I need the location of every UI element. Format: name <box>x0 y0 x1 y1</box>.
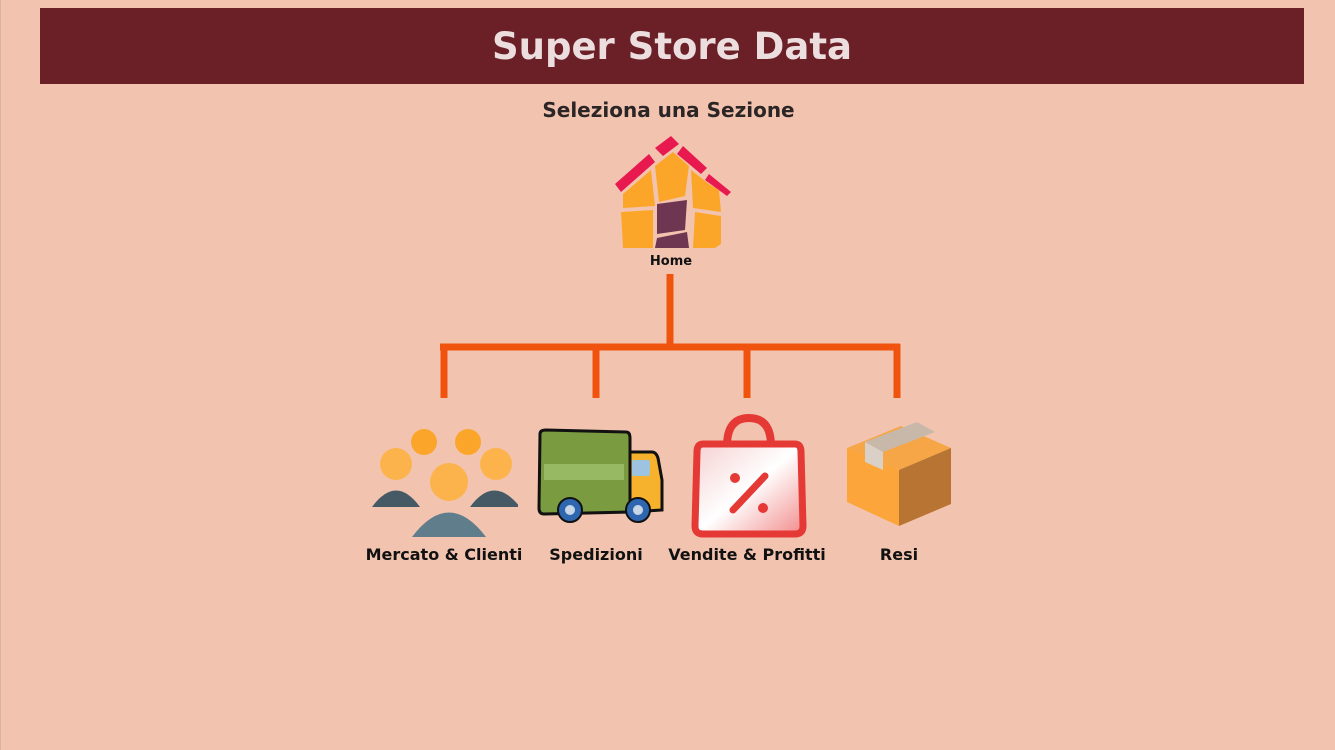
nav-label: Spedizioni <box>549 545 643 564</box>
box-icon <box>847 422 951 526</box>
nav-label: Resi <box>879 545 919 564</box>
nav-spedizioni[interactable]: Spedizioni <box>516 412 676 572</box>
nav-resi[interactable]: Resi <box>819 412 979 572</box>
nav-label: Mercato & Clienti <box>365 545 523 564</box>
truck-icon <box>537 428 664 523</box>
home-button[interactable]: Home <box>609 132 733 272</box>
home-label: Home <box>649 254 693 269</box>
nav-mercato-clienti[interactable]: Mercato & Clienti <box>364 412 524 572</box>
section-prompt: Seleziona una Sezione <box>542 98 795 122</box>
nav-label: Vendite & Profitti <box>668 545 826 564</box>
nav-vendite-profitti[interactable]: Vendite & Profitti <box>667 412 827 572</box>
page-title: Super Store Data <box>491 24 852 68</box>
people-icon <box>372 429 518 537</box>
house-icon <box>615 136 731 248</box>
header-bar: Super Store Data <box>40 8 1304 84</box>
shopping-bag-percent-icon <box>691 413 807 538</box>
